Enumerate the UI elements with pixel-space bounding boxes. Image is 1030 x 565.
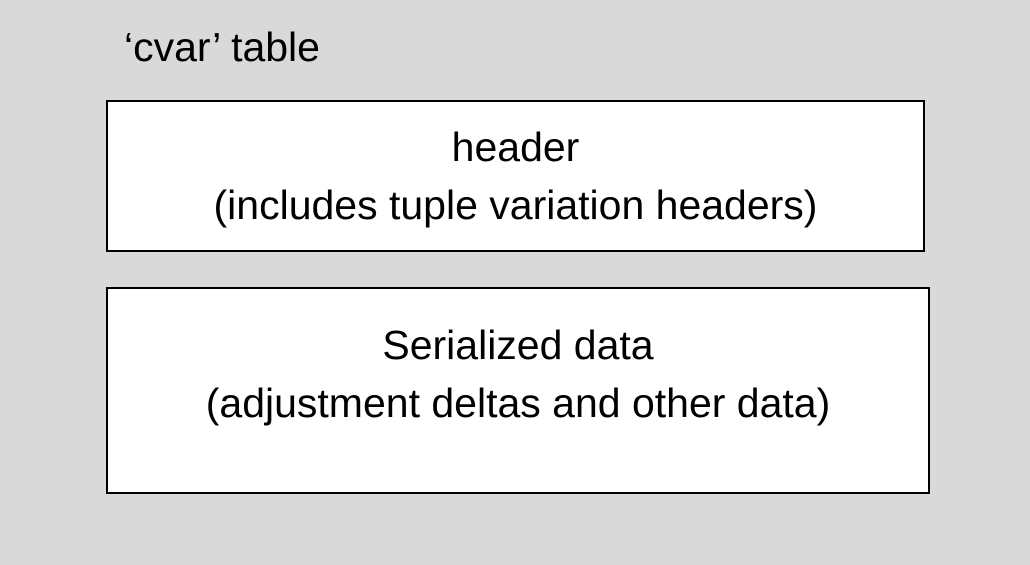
- header-box-subtitle: (includes tuple variation headers): [213, 182, 818, 228]
- header-box: header (includes tuple variation headers…: [106, 100, 925, 252]
- diagram-title: ‘cvar’ table: [124, 24, 320, 70]
- serialized-data-box-subtitle: (adjustment deltas and other data): [205, 380, 831, 426]
- header-box-title: header: [451, 124, 580, 170]
- serialized-data-box: Serialized data (adjustment deltas and o…: [106, 287, 930, 494]
- serialized-data-box-title: Serialized data: [382, 322, 654, 368]
